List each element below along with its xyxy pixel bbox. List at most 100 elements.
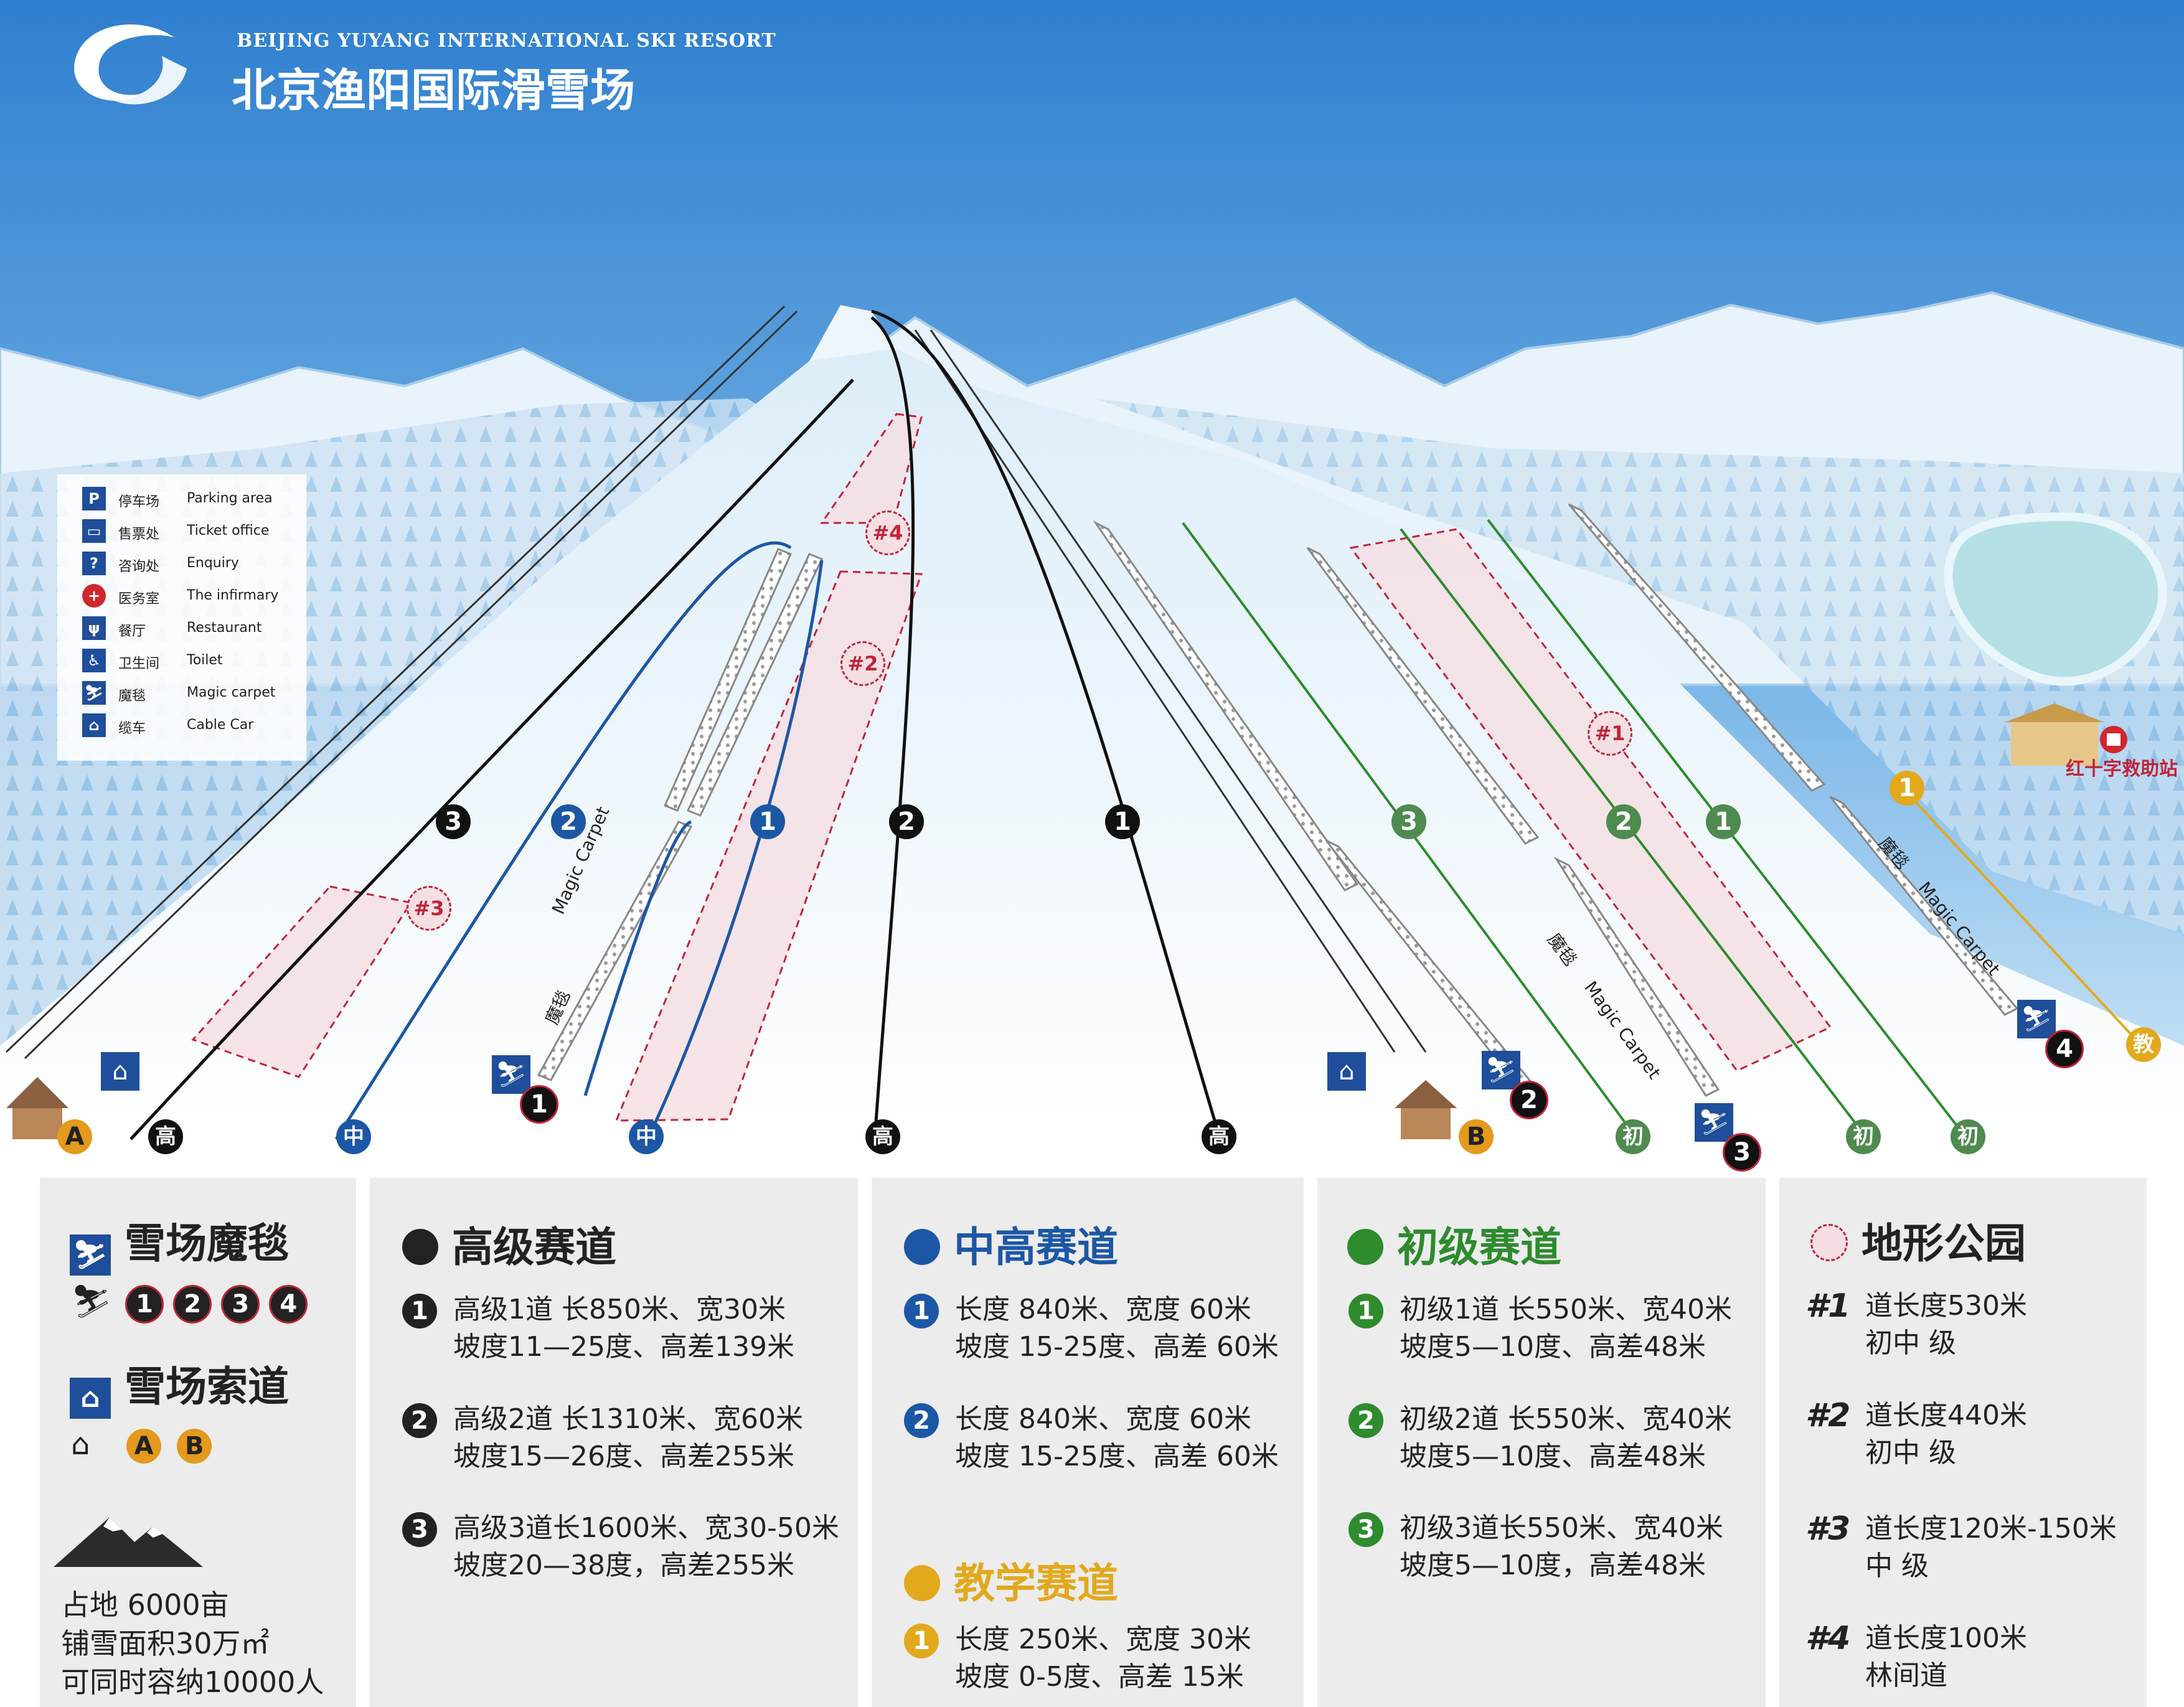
park-item-2: #2 道长度440米 初中 级 [1805,1397,2027,1472]
trail-spec-line: 高级3道长1600米、宽30-50米 [453,1512,839,1544]
teaching-title: 教学赛道 [904,1550,1118,1610]
legend-cn: 医务室 [118,591,160,607]
trail-spec-line: 坡度5—10度，高差48米 [1400,1549,1706,1581]
park-tag: #4 [1805,1620,1851,1657]
legend-en: Cable Car [187,717,254,733]
first-aid-building [2005,703,2104,766]
park-spec-line: 初中 级 [1865,1327,1956,1359]
trails [129,309,2143,1140]
carpet-station-4: ⛷ 4 [2017,1000,2084,1068]
legend-en: Parking area [187,491,273,506]
parks-title: 地形公园 [1810,1210,2026,1270]
trail-tag-inter-1: 1 [750,804,785,839]
carpet-far-1 [1568,503,1826,792]
trail-number: 1 [1349,1294,1383,1328]
trail-spec-line: 坡度15—26度、高差255米 [453,1441,794,1472]
trail-end-label: 初 [1951,1119,1985,1154]
stat-capacity: 可同时容纳10000人 [61,1665,324,1699]
first-aid-station-label: 红十字救助站 [2066,758,2178,780]
yellow-dot-icon [904,1565,940,1601]
magic-carpet-icon: ⛷ [1695,1103,1733,1142]
stat-snow-area: 铺雪面积30万㎡ [61,1627,270,1660]
cable-car-lines [5,305,1427,1060]
trail-spec-line: 坡度 0-5度、高差 15米 [955,1661,1244,1693]
trail-end-label: 初 [1616,1119,1650,1154]
park-spec-line: 道长度530米 [1865,1290,2027,1322]
park-tag-1: #1 [1588,711,1632,756]
magic-carpet-icon: ⛷ [82,681,106,705]
park-item-4: #4 道长度100米 林间道 [1805,1620,2027,1695]
trail-inter-1a [583,820,692,1096]
lift-letter-row: ⌂ A B [71,1427,212,1464]
trail-end-label: 高 [148,1119,183,1154]
base-b-label: B [1459,1119,1494,1154]
intermediate-title: 中高赛道 [904,1214,1118,1274]
legend-en: Restaurant [187,620,262,636]
trail-spec-line: 长度 840米、宽度 60米 [955,1294,1251,1325]
intermediate-title-text: 中高赛道 [954,1223,1118,1271]
trail-end-label: 中 [629,1119,664,1154]
toilet-icon: ♿ [82,649,106,672]
intermediate-item-2: 2 长度 840米、宽度 60米 坡度 15-25度、高差 60米 [904,1401,1279,1475]
legend-en: Enquiry [187,555,239,571]
park-spec-line: 中 级 [1865,1550,1929,1582]
legend-cn: 缆车 [118,721,146,736]
carpet-number-row: ⛷ 1 2 3 4 [71,1282,308,1324]
trail-inter-2 [334,541,792,1140]
intermediate-item-1: 1 长度 840米、宽度 60米 坡度 15-25度、高差 60米 [904,1291,1279,1366]
beginner-title: 初级赛道 [1347,1214,1561,1274]
mountain-icon [54,1517,203,1567]
trail-number: 1 [904,1624,939,1658]
trail-expert-1 [871,309,1222,1140]
trail-expert-3 [129,379,854,1140]
trail-number: 1 [904,1294,939,1328]
magic-carpet-icon: ⛷ [70,1234,111,1276]
lift-letter: A [126,1429,162,1464]
trail-spec-line: 坡度20—38度，高差255米 [453,1549,794,1581]
park-tag-2: #2 [840,641,885,686]
trail-tag-begin-3: 3 [1391,804,1426,839]
trail-teach-1 [1904,789,2143,1047]
carpet-number: 2 [1510,1081,1548,1119]
carpet-number: 3 [221,1285,260,1324]
expert-title-text: 高级赛道 [452,1223,616,1271]
beginner-item-1: 1 初级1道 长550米、宽40米 坡度5—10度、高差48米 [1349,1291,1732,1366]
trail-tag-expert-3: 3 [436,804,471,839]
carpet-right-3 [1553,857,1720,1097]
trail-inter-1b [646,560,824,1140]
legend-cn: 停车场 [118,494,160,510]
park-2 [614,570,923,1122]
resort-name-cn: 北京渔阳国际滑雪场 [232,63,636,116]
cable-car-icon: ⌂ [1327,1052,1366,1091]
ski-slope [0,349,2184,1164]
trail-spec-line: 坡度 15-25度、高差 60米 [955,1331,1279,1363]
park-tag: #3 [1805,1510,1851,1548]
trail-spec-line: 长度 840米、宽度 60米 [955,1403,1251,1435]
carpet-right-1 [1306,547,1540,845]
ticket-icon: ▭ [82,519,106,543]
terrain-park-panel: 地形公园 #1 道长度530米 初中 级 #2 道长度440米 初中 级 #3 … [1779,1178,2147,1707]
skier-icon: ⛷ [71,1283,113,1320]
magic-carpets [537,503,2019,1097]
carpet-number: 3 [1723,1133,1761,1172]
magic-carpet-icon: ⛷ [2017,1000,2056,1038]
expert-item-1: 1 高级1道 长850米、宽30米 坡度11—25度、高差139米 [402,1291,794,1366]
trail-expert-2 [870,316,915,1140]
logo [62,12,199,112]
magic-carpet-icon: ⛷ [1482,1051,1520,1089]
parks-title-text: 地形公园 [1862,1220,2026,1267]
park-spec-line: 道长度120米-150米 [1865,1513,2117,1545]
park-item-3: #3 道长度120米-150米 中 级 [1805,1510,2117,1585]
trail-end-label: 中 [336,1119,371,1154]
trail-spec-line: 高级1道 长850米、宽30米 [453,1294,786,1325]
carpet-title-text: 雪场魔毯 [125,1220,289,1267]
restaurant-icon: ψ [82,616,106,640]
lift-letter: B [177,1429,212,1464]
legend-cn: 卫生间 [118,656,160,672]
legend-cn: 餐厅 [118,624,146,639]
logo-swirl-icon [74,24,187,105]
trail-spec-line: 初级1道 长550米、宽40米 [1400,1294,1732,1325]
carpet-station-3: ⛷ 3 [1695,1103,1761,1172]
trail-tag-expert-1: 1 [1105,804,1140,839]
